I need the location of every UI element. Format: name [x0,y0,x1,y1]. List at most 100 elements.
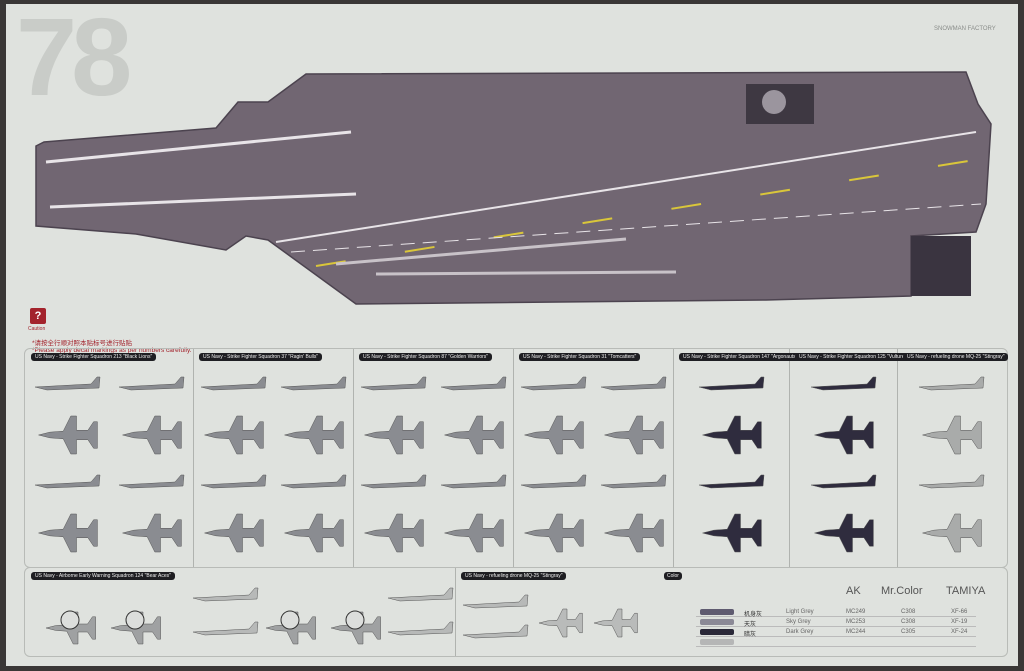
mq25-top-view [538,608,583,638]
color-ak: MC249 [846,609,866,615]
aircraft-top-view [814,415,874,455]
aircraft-top-view [122,415,182,455]
aircraft-side-view [360,474,427,489]
aircraft-side-view [810,474,877,489]
radome-icon [125,610,145,630]
section-title: US Navy - Strike Fighter Squadron 213 "B… [31,353,157,361]
aircraft-top-view [122,513,182,553]
catapult-4 [335,237,627,266]
e2d-drawings [45,587,454,645]
decal-section: US Navy - Strike Fighter Squadron 147 "A… [673,349,802,567]
aircraft-top-view [284,513,344,553]
aircraft-drawings [34,376,185,553]
aircraft-side-view [200,474,267,489]
flight-deck-diagram [35,71,992,305]
decal-note: *请按全行顺对照本贴标号进行贴贴 *Please apply decal mar… [32,340,192,354]
color-swatch [700,609,734,615]
color-row: 天灰 Sky Grey MC253 C308 XF-19 [696,619,976,628]
color-name: Sky Grey [786,619,811,625]
aircraft-top-view [444,513,504,553]
aircraft-side-view [810,376,877,391]
aircraft-top-view [204,513,264,553]
color-cn: 暗灰 [744,632,757,638]
section-e2d: US Navy - Airborne Early Warning Squadro… [25,568,456,656]
aircraft-top-view [204,415,264,455]
aircraft-side-view [698,376,765,391]
e2d-side-view [387,587,454,602]
section-title: US Navy - Strike Fighter Squadron 37 "Ra… [199,353,323,361]
color-row: 暗灰 Dark Grey MC244 C305 XF-24 [696,629,976,638]
aircraft-top-view [364,513,424,553]
aircraft-side-view [440,474,507,489]
caution-label: Caution [28,326,46,332]
section-title: US Navy - refueling drone MQ-25 "Stingra… [461,572,567,580]
landing-line [275,131,977,243]
color-cn: 机身灰 [744,612,763,618]
elevator [911,236,971,296]
catapult-1 [45,130,352,164]
mq25-side-view [462,624,529,639]
aircraft-top-view [922,415,982,455]
header-tamiya: TAMIYA [946,585,986,597]
radome-icon [60,610,80,630]
aircraft-side-view [34,474,101,489]
instruction-sheet: 78 SNOWMAN FACTORY ? Caution *请按全行顺对照本贴标… [6,0,1018,666]
color-row [696,639,976,647]
color-cn: 天灰 [744,622,757,628]
color-tamiya: XF-19 [951,619,968,625]
decal-section: US Navy - refueling drone MQ-25 "Stingra… [897,349,1009,567]
aircraft-top-view [604,513,664,553]
deck-outline [35,71,992,305]
aircraft-side-view [918,376,985,391]
section-title: US Navy - Strike Fighter Squadron 31 "To… [519,353,641,361]
color-swatch [700,629,734,635]
color-mr: C308 [901,609,916,615]
color-ak: MC244 [846,629,866,635]
color-swatch [700,639,734,645]
aircraft-top-view [524,513,584,553]
aircraft-drawings [810,376,877,553]
color-swatch [700,619,734,625]
aircraft-side-view [280,376,347,391]
brand-logo: SNOWMAN FACTORY [934,26,996,32]
aircraft-side-view [200,376,267,391]
decal-note-en: *Please apply decal markings as per numb… [32,347,192,354]
section-title: US Navy - refueling drone MQ-25 "Stingra… [903,353,1009,361]
aircraft-top-view [284,415,344,455]
aircraft-drawings [360,376,507,553]
decal-section: US Navy - Strike Fighter Squadron 125 "V… [789,349,913,567]
aircraft-side-view [440,376,507,391]
decal-section: US Navy - Strike Fighter Squadron 87 "Go… [353,349,514,567]
aircraft-side-view [118,474,185,489]
color-tamiya: XF-24 [951,629,968,635]
color-tamiya: XF-66 [951,609,968,615]
decal-note-cn: *请按全行顺对照本贴标号进行贴贴 [32,340,133,347]
decal-section: US Navy - Strike Fighter Squadron 213 "B… [25,349,194,567]
aircraft-drawings [918,376,985,553]
aircraft-top-view [702,513,762,553]
aircraft-drawings [200,376,347,553]
header-ak: AK [846,585,861,597]
decal-panel: US Navy - Strike Fighter Squadron 213 "B… [24,348,1009,568]
color-mr: C308 [901,619,916,625]
section-mq25: US Navy - refueling drone MQ-25 "Stingra… [455,568,655,656]
aircraft-top-view [702,415,762,455]
aircraft-side-view [918,474,985,489]
catapult-3 [375,270,677,276]
aircraft-top-view [814,513,874,553]
section-title: US Navy - Strike Fighter Squadron 87 "Go… [359,353,493,361]
aircraft-drawings [520,376,667,553]
centerline [315,158,982,267]
color-name: Light Grey [786,609,814,615]
color-row: 机身灰 Light Grey MC249 C308 XF-66 [696,609,976,618]
deck-edge-line [290,203,982,253]
color-badge: Color [664,572,682,580]
mq25-drawings [462,594,638,639]
aircraft-side-view [520,376,587,391]
aircraft-top-view [38,415,98,455]
radome-icon [280,610,300,630]
aircraft-side-view [34,376,101,391]
section-title: US Navy - Strike Fighter Squadron 147 "A… [679,353,802,361]
radome-icon [345,610,365,630]
section-title: US Navy - Airborne Early Warning Squadro… [31,572,175,580]
